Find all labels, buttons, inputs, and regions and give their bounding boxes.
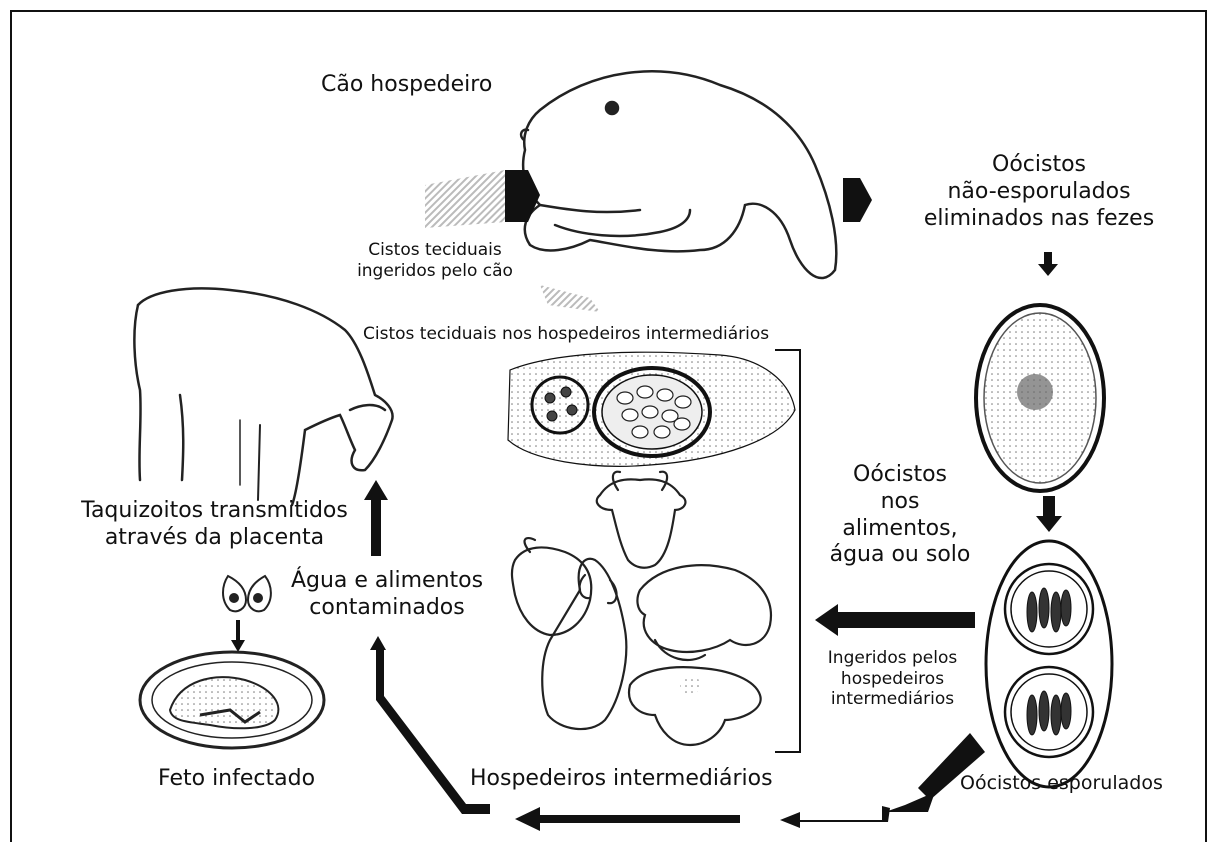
- contaminated-line-1: Água e alimentos: [282, 568, 492, 595]
- shaded-arrow-tissue-cysts: [425, 170, 505, 228]
- arrow-into-dog: [505, 170, 540, 222]
- dog-host-illustration: [521, 71, 836, 278]
- sporulated-oocyst-illustration: [986, 541, 1112, 787]
- tachyzoites-line-1: Taquizoitos transmitidos: [62, 498, 367, 525]
- contaminated-label: Água e alimentos contaminados: [282, 568, 492, 622]
- arrow-down-to-fetus: [231, 620, 245, 652]
- arrow-out-of-dog: [843, 178, 872, 222]
- arrow-up-to-cow: [364, 480, 388, 556]
- ingested-line-2: hospedeiros: [815, 669, 970, 690]
- tachyzoites-line-2: através da placenta: [62, 525, 367, 552]
- tissue-cysts-ingested-line-2: ingeridos pelo cão: [345, 261, 525, 282]
- tachyzoites-placenta-label: Taquizoitos transmitidos através da plac…: [62, 498, 367, 552]
- tissue-cysts-intermediate-label: Cistos teciduais nos hospedeiros interme…: [363, 324, 769, 345]
- contaminated-line-2: contaminados: [282, 595, 492, 622]
- arrow-down-to-sporulated: [1036, 496, 1062, 532]
- intermediate-hosts-label: Hospedeiros intermediários: [470, 766, 773, 793]
- oocysts-env-line-2: nos: [825, 489, 975, 516]
- sporulated-oocysts-label: Oócistos esporulados: [960, 772, 1163, 795]
- placenta-illustration: [223, 576, 271, 611]
- tissue-cyst-illustration: [508, 352, 795, 466]
- oocysts-line-1: Oócistos: [884, 152, 1194, 179]
- oocysts-line-3: eliminados nas fezes: [884, 206, 1194, 233]
- oocysts-environment-label: Oócistos nos alimentos, água ou solo: [825, 462, 975, 569]
- infected-fetus-label: Feto infectado: [158, 766, 315, 793]
- dog-host-label: Cão hospedeiro: [321, 72, 492, 99]
- intermediate-host-animals: [512, 472, 771, 745]
- oocysts-env-line-4: água ou solo: [825, 542, 975, 569]
- infected-fetus-illustration: [140, 652, 324, 748]
- ingested-line-1: Ingeridos pelos: [815, 648, 970, 669]
- oocysts-env-line-1: Oócistos: [825, 462, 975, 489]
- oocysts-env-line-3: alimentos,: [825, 516, 975, 543]
- ingested-intermediate-label: Ingeridos pelos hospedeiros intermediári…: [815, 648, 970, 710]
- cow-illustration: [134, 288, 392, 505]
- shaded-arrow-lower: [540, 285, 600, 312]
- oocysts-line-2: não-esporulados: [884, 179, 1194, 206]
- arrow-down-to-oocyst: [1038, 252, 1058, 276]
- tissue-cysts-ingested-line-1: Cistos teciduais: [345, 240, 525, 261]
- ingested-line-3: intermediários: [815, 689, 970, 710]
- unsporulated-oocysts-label: Oócistos não-esporulados eliminados nas …: [884, 152, 1194, 232]
- unsporulated-oocyst-illustration: [976, 305, 1104, 491]
- tissue-cysts-ingested-label: Cistos teciduais ingeridos pelo cão: [345, 240, 525, 281]
- arrow-left-to-intermediate-hosts: [815, 604, 975, 636]
